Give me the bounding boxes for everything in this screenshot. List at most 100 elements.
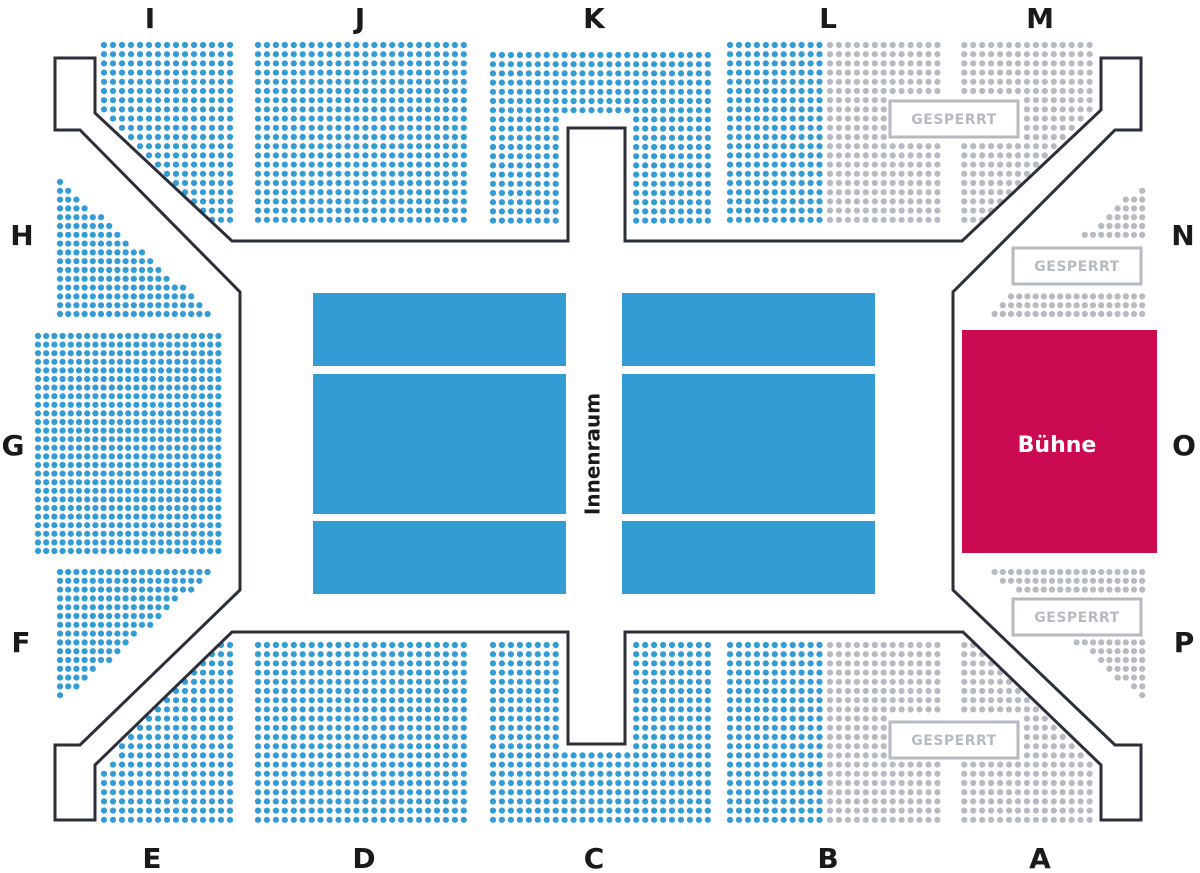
seat[interactable] <box>157 513 165 520</box>
seat[interactable] <box>308 152 315 159</box>
seat[interactable] <box>970 41 977 49</box>
seat[interactable] <box>199 743 207 750</box>
seat[interactable] <box>1139 214 1146 221</box>
seat[interactable] <box>543 789 550 796</box>
seat[interactable] <box>489 97 497 105</box>
seat[interactable] <box>642 669 649 676</box>
seat[interactable] <box>835 124 843 131</box>
seat[interactable] <box>353 660 360 667</box>
seat[interactable] <box>116 470 124 477</box>
seat[interactable] <box>317 87 324 95</box>
seat[interactable] <box>1059 798 1066 805</box>
seat[interactable] <box>416 179 423 187</box>
seat[interactable] <box>507 107 514 114</box>
seat[interactable] <box>1023 87 1030 95</box>
seat[interactable] <box>570 752 577 759</box>
seat[interactable] <box>317 133 324 141</box>
seat[interactable] <box>642 208 649 215</box>
seat[interactable] <box>398 798 405 805</box>
seat[interactable] <box>606 816 613 823</box>
seat[interactable] <box>597 79 604 86</box>
seat[interactable] <box>1106 310 1113 318</box>
seat[interactable] <box>753 87 761 95</box>
seat[interactable] <box>1023 807 1030 814</box>
seat[interactable] <box>871 789 878 796</box>
seat[interactable] <box>127 798 135 805</box>
seat[interactable] <box>118 743 126 750</box>
seat[interactable] <box>925 152 932 159</box>
seat[interactable] <box>154 789 162 796</box>
seat[interactable] <box>771 789 778 796</box>
seat[interactable] <box>106 630 113 637</box>
seat[interactable] <box>433 216 441 223</box>
seat[interactable] <box>744 216 752 223</box>
seat[interactable] <box>853 660 861 667</box>
seat[interactable] <box>1086 69 1093 76</box>
seat[interactable] <box>695 697 703 704</box>
seat[interactable] <box>686 107 694 114</box>
seat[interactable] <box>633 171 640 178</box>
seat[interactable] <box>1023 106 1030 113</box>
seat[interactable] <box>67 504 74 512</box>
seat[interactable] <box>816 743 823 750</box>
seat[interactable] <box>442 161 449 168</box>
seat[interactable] <box>826 87 834 95</box>
seat[interactable] <box>534 669 541 676</box>
seat[interactable] <box>398 60 405 67</box>
seat[interactable] <box>1032 60 1039 67</box>
seat[interactable] <box>108 436 115 443</box>
seat[interactable] <box>263 78 270 85</box>
seat[interactable] <box>263 170 270 177</box>
seat[interactable] <box>1050 816 1057 823</box>
seat[interactable] <box>489 660 497 667</box>
seat[interactable] <box>398 87 405 95</box>
seat[interactable] <box>1089 586 1097 593</box>
seat[interactable] <box>970 761 977 768</box>
seat[interactable] <box>81 214 88 221</box>
seat[interactable] <box>281 669 288 676</box>
seat[interactable] <box>871 207 878 214</box>
seat[interactable] <box>127 789 135 796</box>
seat[interactable] <box>335 189 342 196</box>
seat[interactable] <box>489 189 497 197</box>
seat[interactable] <box>149 539 156 546</box>
seat[interactable] <box>451 706 458 713</box>
seat[interactable] <box>1089 293 1097 300</box>
seat[interactable] <box>424 60 432 67</box>
seat[interactable] <box>92 436 99 443</box>
seat[interactable] <box>362 133 369 141</box>
seat[interactable] <box>272 216 279 223</box>
seat[interactable] <box>109 60 117 67</box>
seat[interactable] <box>916 798 923 805</box>
seat[interactable] <box>190 375 197 383</box>
seats-section-h[interactable] <box>56 178 211 318</box>
seat[interactable] <box>215 479 222 486</box>
seat[interactable] <box>1050 115 1057 122</box>
seat[interactable] <box>1130 196 1138 203</box>
seat[interactable] <box>1106 231 1113 238</box>
seat[interactable] <box>1032 706 1039 713</box>
seat[interactable] <box>889 207 896 214</box>
seat[interactable] <box>660 733 667 741</box>
seat[interactable] <box>73 214 80 221</box>
seat[interactable] <box>880 697 887 704</box>
seat[interactable] <box>380 124 387 131</box>
seat[interactable] <box>308 124 315 131</box>
seat[interactable] <box>407 60 414 67</box>
seat[interactable] <box>651 143 658 151</box>
seat[interactable] <box>130 249 137 256</box>
seat[interactable] <box>668 660 676 667</box>
seat[interactable] <box>615 61 622 68</box>
seat[interactable] <box>118 807 126 814</box>
seat[interactable] <box>89 648 96 655</box>
seat[interactable] <box>744 798 752 805</box>
seat[interactable] <box>272 106 279 113</box>
seat[interactable] <box>744 179 752 187</box>
seat[interactable] <box>141 350 148 357</box>
seat[interactable] <box>871 161 878 168</box>
seat[interactable] <box>154 724 162 731</box>
seat[interactable] <box>100 410 107 417</box>
seat[interactable] <box>789 51 796 58</box>
seat[interactable] <box>254 651 262 658</box>
seat[interactable] <box>907 770 914 777</box>
